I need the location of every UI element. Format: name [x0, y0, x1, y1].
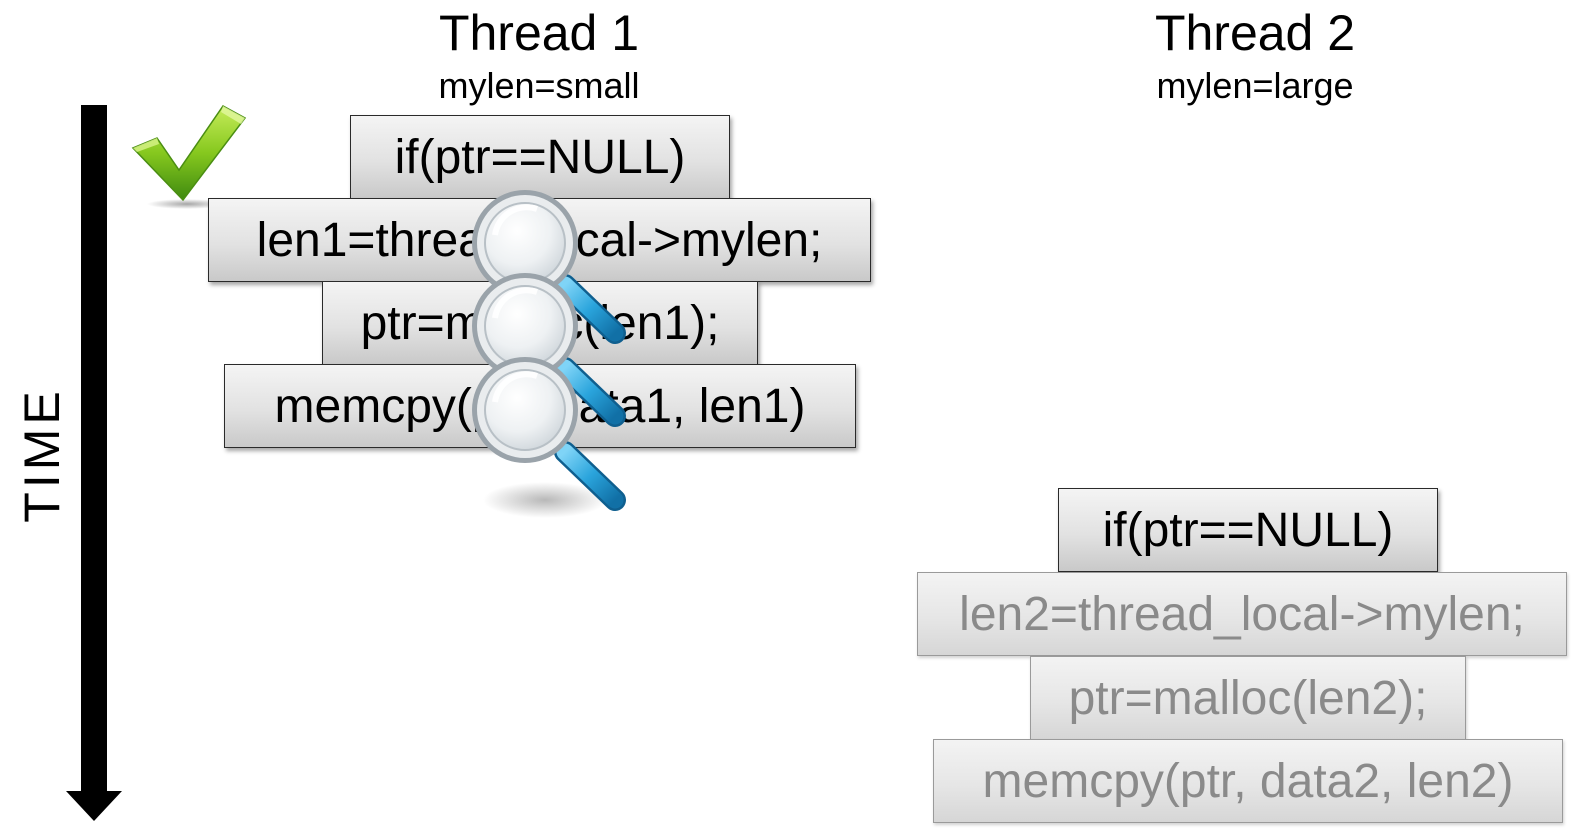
checkmark-icon [131, 105, 247, 209]
thread2-subtitle: mylen=large [1156, 65, 1354, 106]
thread2-line-4: memcpy(ptr, data2, len2) [933, 739, 1563, 823]
thread2-line-1: if(ptr==NULL) [1058, 488, 1438, 572]
magnifier-icon [472, 357, 626, 518]
magnifier-icon [472, 190, 626, 344]
down-arrow-icon [66, 105, 122, 821]
thread2-title: Thread 2 [1154, 5, 1356, 61]
thread1-line-1: if(ptr==NULL) [350, 115, 730, 199]
thread1-subtitle: mylen=small [438, 65, 640, 106]
thread2-line-3: ptr=malloc(len2); [1030, 656, 1466, 740]
magnifier-icon [472, 273, 626, 427]
thread1-title: Thread 1 [438, 5, 640, 61]
thread2-line-2: len2=thread_local->mylen; [917, 572, 1567, 656]
